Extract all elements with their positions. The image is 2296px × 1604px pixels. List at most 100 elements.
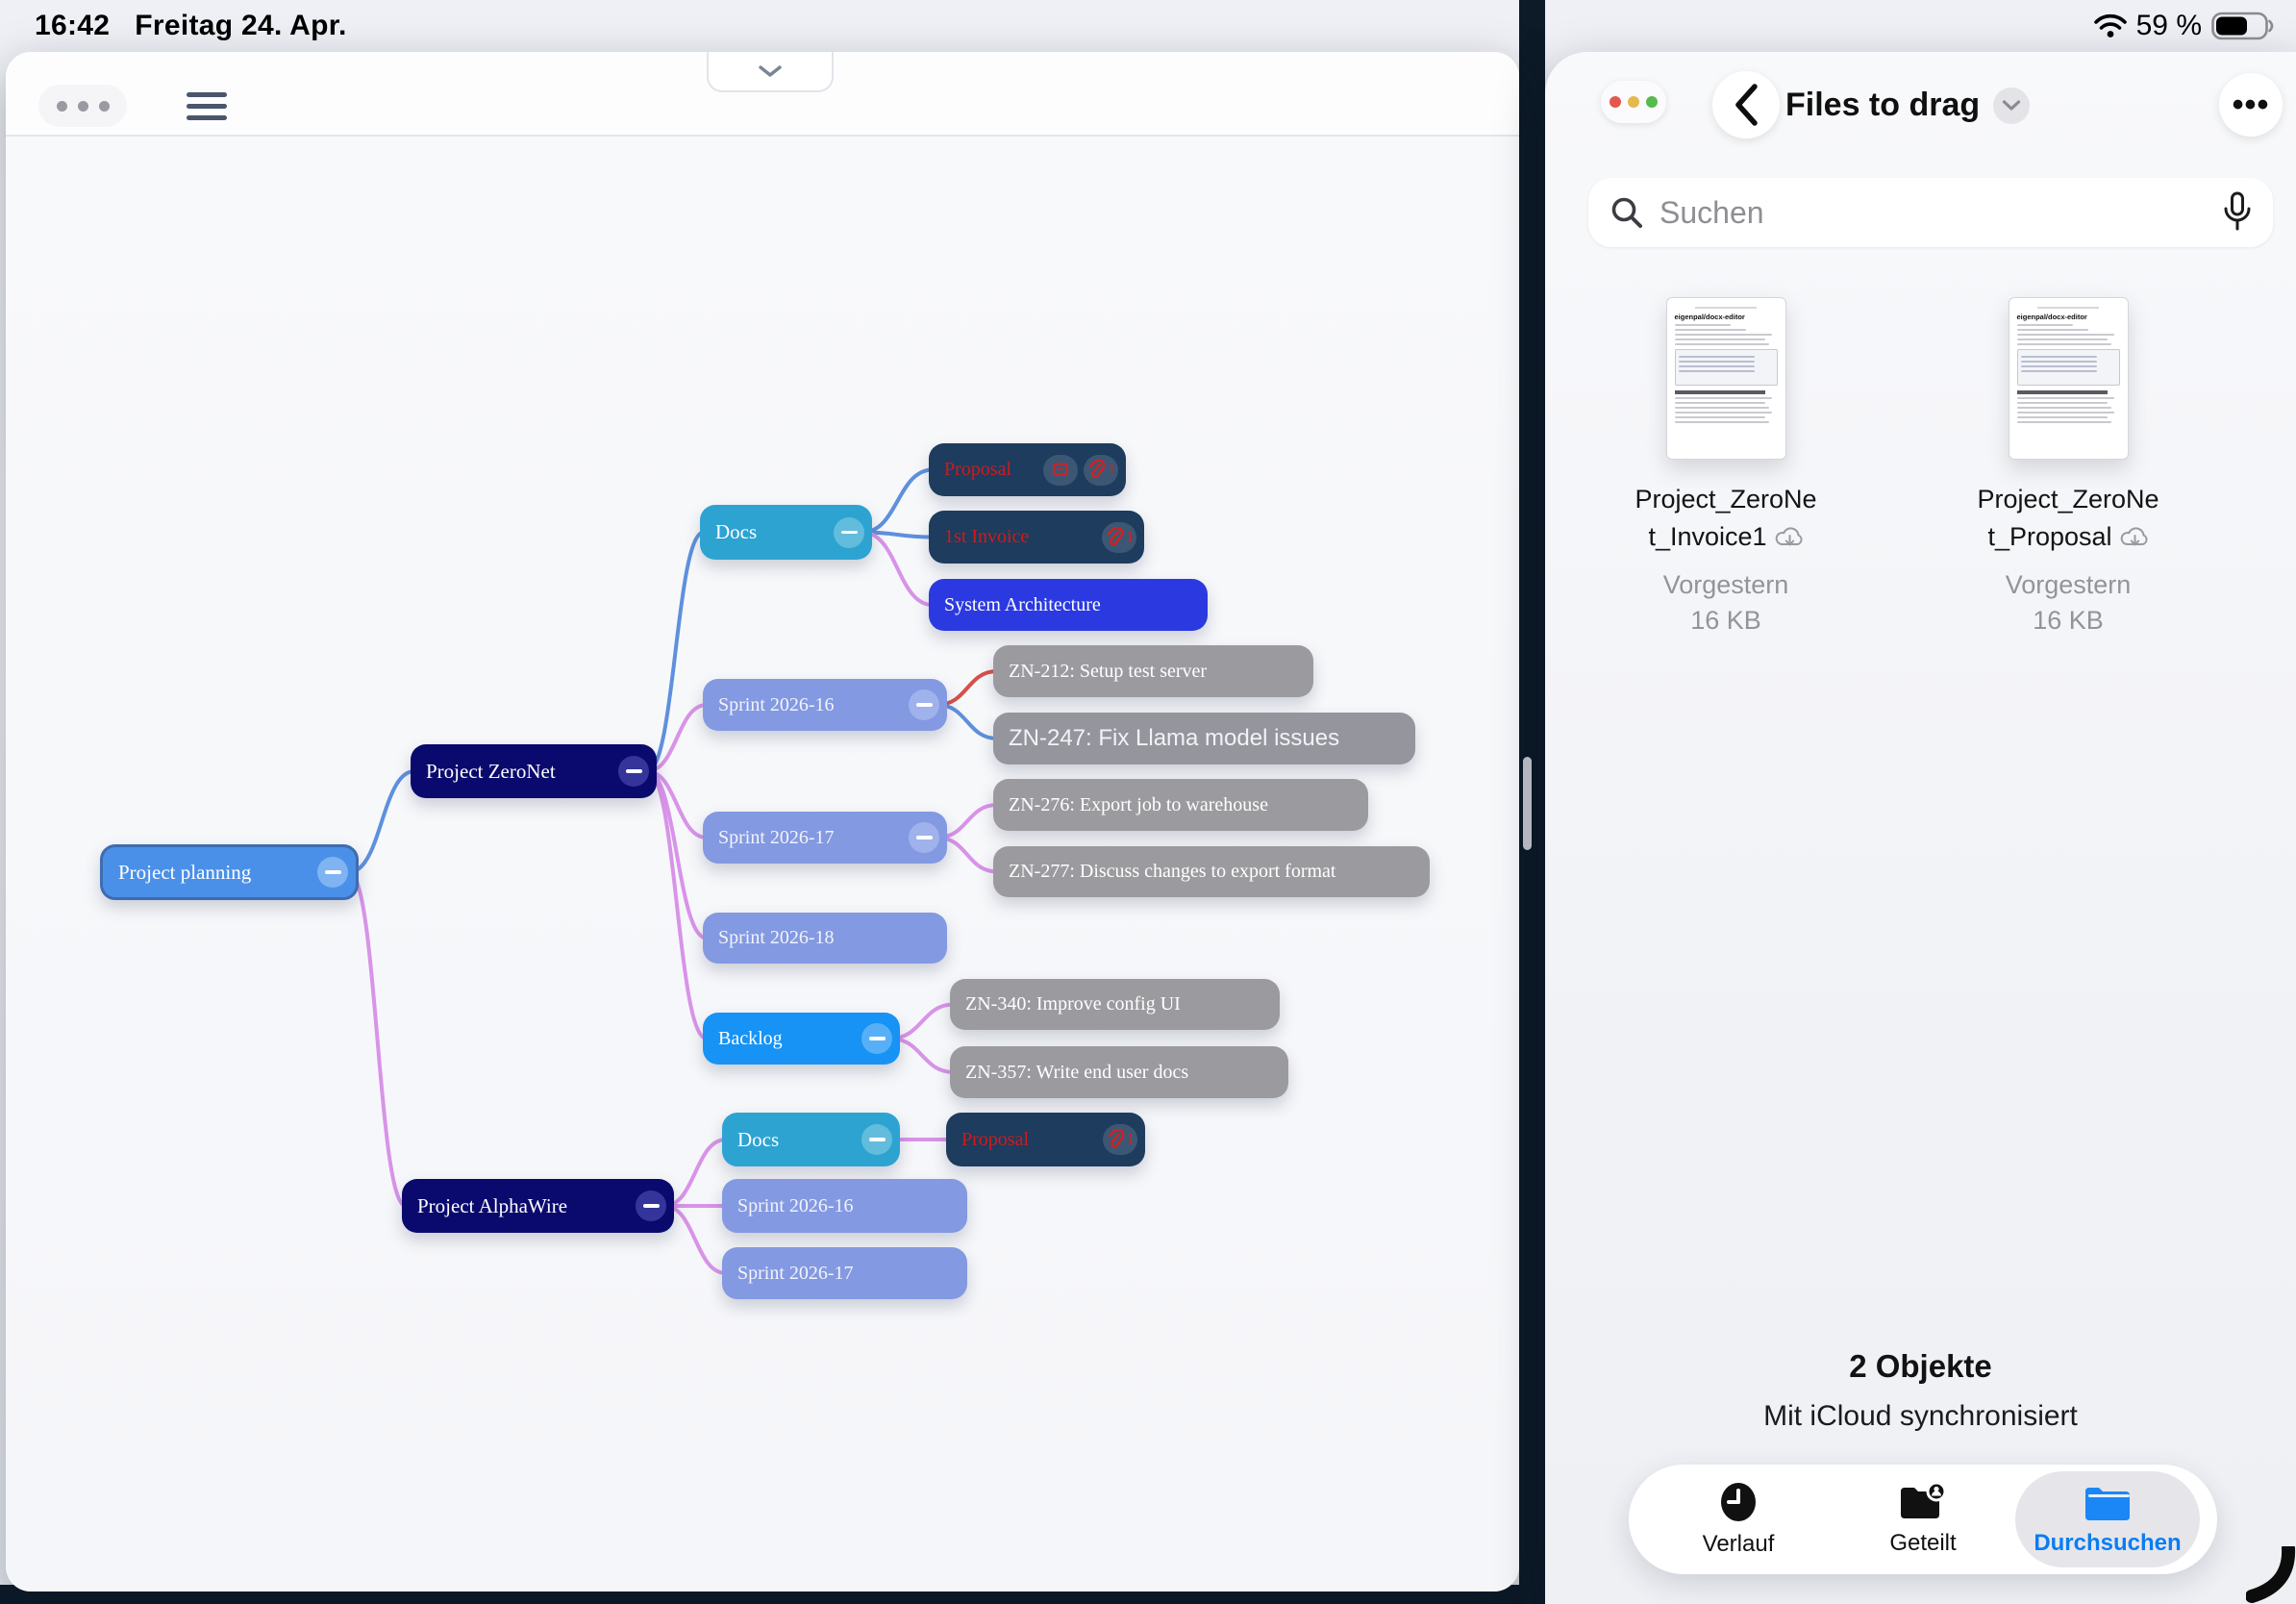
file-thumbnail[interactable]: eigenpal/docx-editor bbox=[2008, 297, 2129, 460]
file-name[interactable]: Project_ZeroNe t_Invoice1 bbox=[1635, 485, 1817, 551]
mic-icon[interactable] bbox=[2223, 191, 2252, 234]
item-count: 2 Objekte bbox=[1849, 1348, 1992, 1384]
battery-icon bbox=[2211, 11, 2275, 41]
attachment-icon[interactable]: 1 bbox=[1103, 1124, 1137, 1155]
file-thumbnail[interactable]: eigenpal/docx-editor bbox=[1665, 297, 1786, 460]
mindmap-node-sprint16-z[interactable]: Sprint 2026-16 bbox=[703, 679, 947, 731]
node-label: Sprint 2026-17 bbox=[718, 826, 835, 848]
folder-status: 2 Objekte Mit iCloud synchronisiert bbox=[1545, 1348, 2296, 1433]
mindmap-node-docs-a[interactable]: Docs bbox=[722, 1113, 900, 1166]
node-label: System Architecture bbox=[944, 593, 1101, 615]
wifi-icon bbox=[2093, 13, 2127, 38]
collapse-button[interactable] bbox=[861, 1023, 892, 1054]
tab-geteilt[interactable]: Geteilt bbox=[1831, 1471, 2015, 1567]
note-icon[interactable] bbox=[1043, 454, 1078, 486]
more-menu-button[interactable]: ••• bbox=[2219, 73, 2283, 137]
mindmap-node-sprint17-z[interactable]: Sprint 2026-17 bbox=[703, 812, 947, 864]
collapse-button[interactable] bbox=[618, 756, 649, 787]
file-name[interactable]: Project_ZeroNe t_Proposal bbox=[1977, 485, 2159, 551]
window-options-button[interactable] bbox=[38, 85, 127, 127]
files-header: Files to drag ••• bbox=[1545, 52, 2296, 177]
wallpaper-hook bbox=[2246, 1546, 2296, 1604]
collapse-button[interactable] bbox=[636, 1190, 666, 1221]
mindmap-node-sprint16-a[interactable]: Sprint 2026-16 bbox=[722, 1179, 967, 1233]
cloud-download-icon bbox=[1775, 526, 1804, 549]
node-label: Backlog bbox=[718, 1027, 783, 1049]
mindmap-node-invoice-z[interactable]: 1st Invoice 1 bbox=[929, 511, 1144, 564]
mindmap-node-backlog[interactable]: Backlog bbox=[703, 1013, 900, 1065]
node-label: ZN-357: Write end user docs bbox=[965, 1061, 1189, 1083]
mindmap-node-zn277[interactable]: ZN-277: Discuss changes to export format bbox=[993, 846, 1430, 897]
files-grid: eigenpal/docx-editor Project_ZeroNe t_In… bbox=[1545, 297, 2296, 639]
tab-label: Verlauf bbox=[1702, 1531, 1775, 1557]
collapse-button[interactable] bbox=[909, 689, 939, 720]
scrollbar-thumb[interactable] bbox=[1523, 757, 1532, 850]
mindmap-node-sysarch[interactable]: System Architecture bbox=[929, 579, 1208, 631]
tab-verlauf[interactable]: Verlauf bbox=[1646, 1471, 1831, 1567]
file-date: Vorgestern bbox=[2005, 570, 2132, 599]
mindmap-node-zn212[interactable]: ZN-212: Setup test server bbox=[993, 645, 1313, 697]
mindmap-node-sprint17-a[interactable]: Sprint 2026-17 bbox=[722, 1247, 967, 1299]
mindmap-node-planning[interactable]: Project planning bbox=[100, 844, 359, 900]
mindmap-node-zn247[interactable]: ZN-247: Fix Llama model issues bbox=[993, 713, 1415, 764]
edge-zeronet-sprint18-z bbox=[645, 769, 709, 940]
mindmap-node-zn357[interactable]: ZN-357: Write end user docs bbox=[950, 1046, 1288, 1098]
search-icon bbox=[1610, 195, 1644, 230]
window-reveal-tab[interactable] bbox=[707, 52, 834, 92]
shared-folder-icon bbox=[1898, 1482, 1948, 1524]
collapse-button[interactable] bbox=[834, 516, 864, 548]
node-label: Proposal bbox=[944, 459, 1011, 480]
tab-durchsuchen[interactable]: Durchsuchen bbox=[2015, 1471, 2200, 1567]
node-label: Docs bbox=[715, 520, 758, 543]
clock-icon bbox=[1716, 1481, 1760, 1525]
file-item-Project_ZeroNet_Proposal[interactable]: eigenpal/docx-editor Project_ZeroNe t_Pr… bbox=[1945, 297, 2191, 639]
mindmap-node-sprint18-z[interactable]: Sprint 2026-18 bbox=[703, 913, 947, 964]
node-label: ZN-212: Setup test server bbox=[1009, 660, 1208, 682]
file-size: 16 KB bbox=[2033, 606, 2104, 635]
node-label: 1st Invoice bbox=[944, 526, 1030, 547]
node-label: Project planning bbox=[118, 860, 252, 884]
page-title[interactable]: Files to drag bbox=[1785, 87, 1981, 123]
collapse-button[interactable] bbox=[909, 822, 939, 853]
back-button[interactable] bbox=[1712, 71, 1780, 138]
mindmap-node-zn340[interactable]: ZN-340: Improve config UI bbox=[950, 979, 1280, 1030]
collapse-button[interactable] bbox=[861, 1124, 892, 1155]
node-label: Proposal bbox=[961, 1128, 1029, 1150]
mindmap-node-docs-z[interactable]: Docs bbox=[700, 505, 872, 560]
edge-docs-z-sysarch bbox=[861, 530, 935, 607]
menu-icon[interactable] bbox=[187, 92, 227, 121]
clock-time: 16:42 bbox=[35, 10, 111, 41]
cloud-download-icon bbox=[2120, 526, 2149, 549]
edge-zeronet-backlog bbox=[645, 769, 709, 1040]
search-bar[interactable]: Suchen bbox=[1588, 178, 2273, 247]
mindmap-node-alphawire[interactable]: Project AlphaWire bbox=[402, 1179, 674, 1233]
files-window: Files to drag ••• Suchen ei bbox=[1545, 52, 2296, 1604]
attachment-icon[interactable]: 1 bbox=[1102, 521, 1136, 553]
mindmap-node-zn276[interactable]: ZN-276: Export job to warehouse bbox=[993, 779, 1368, 831]
mindmap-node-proposal-a[interactable]: Proposal 1 bbox=[946, 1113, 1145, 1166]
edge-planning-alphawire bbox=[347, 870, 408, 1208]
node-label: ZN-276: Export job to warehouse bbox=[1009, 793, 1268, 815]
mindmap-node-zeronet[interactable]: Project ZeroNet bbox=[411, 744, 657, 798]
node-label: Sprint 2026-17 bbox=[737, 1262, 854, 1284]
node-label: Sprint 2026-16 bbox=[737, 1194, 854, 1216]
search-placeholder: Suchen bbox=[1660, 194, 1764, 230]
mindmap-node-proposal-z[interactable]: Proposal 1 bbox=[929, 443, 1126, 496]
icloud-sync-status: Mit iCloud synchronisiert bbox=[1763, 1400, 2078, 1432]
title-dropdown-button[interactable] bbox=[1993, 87, 2031, 124]
window-controls[interactable] bbox=[1601, 81, 1666, 123]
edge-planning-zeronet bbox=[347, 769, 416, 874]
collapse-button[interactable] bbox=[317, 857, 348, 888]
file-item-Project_ZeroNet_Invoice1[interactable]: eigenpal/docx-editor Project_ZeroNe t_In… bbox=[1603, 297, 1849, 639]
attachment-icon[interactable]: 1 bbox=[1084, 454, 1118, 486]
node-label: Project AlphaWire bbox=[417, 1193, 568, 1217]
node-label: Sprint 2026-18 bbox=[718, 927, 835, 948]
node-label: ZN-247: Fix Llama model issues bbox=[1009, 725, 1340, 751]
file-size: 16 KB bbox=[1690, 606, 1761, 635]
thumb-doc-title: eigenpal/docx-editor bbox=[1674, 313, 1745, 321]
